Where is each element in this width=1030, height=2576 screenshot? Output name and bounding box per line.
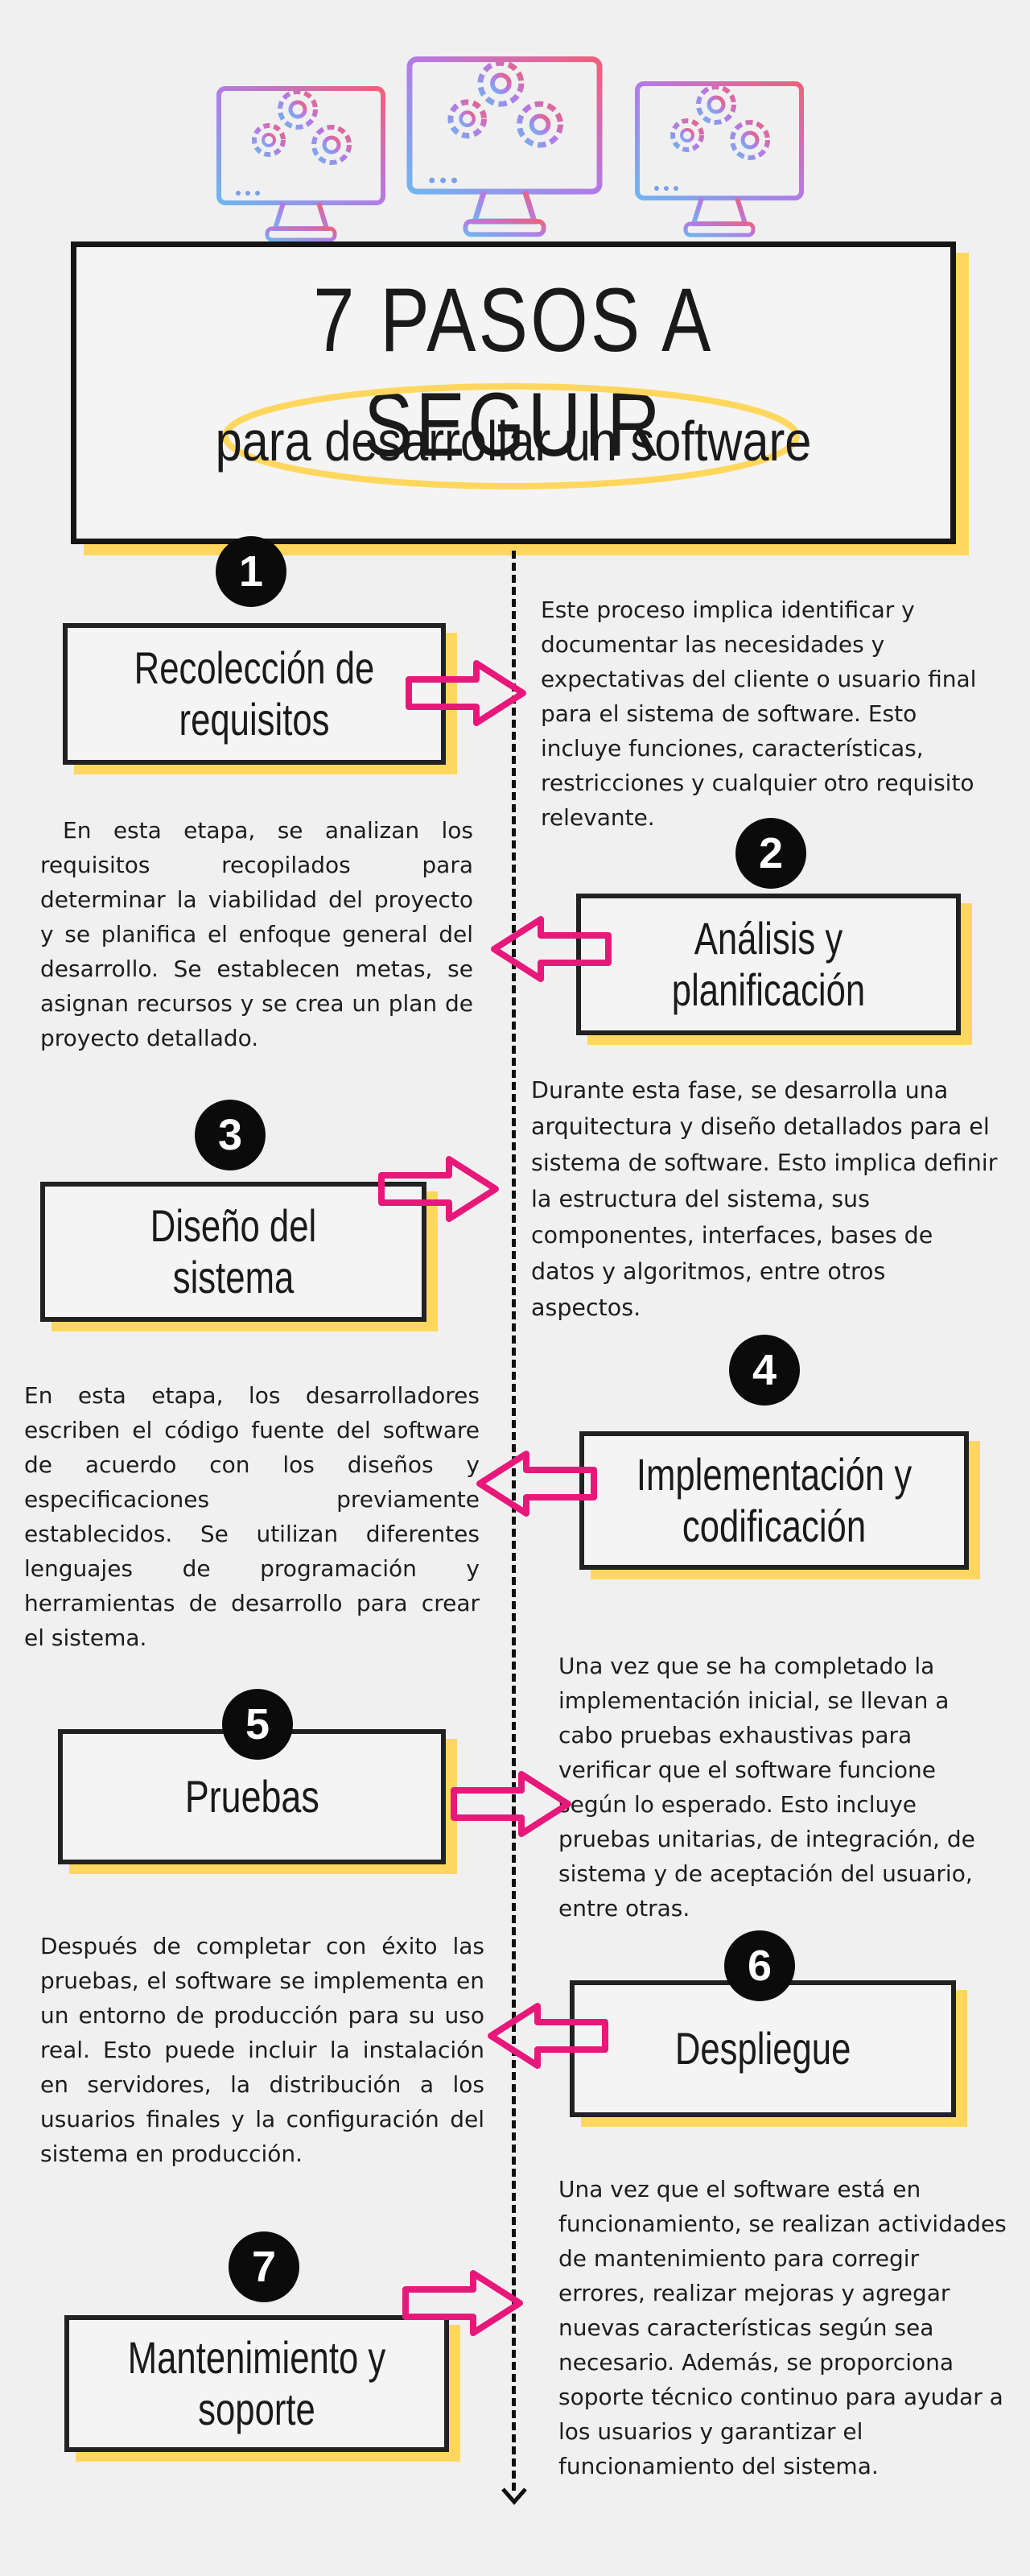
monitor-gears-icon: [216, 86, 385, 242]
step-title: Despliegue: [674, 2023, 851, 2074]
step-number-badge: 1: [216, 536, 286, 607]
arrow-right-icon: [378, 1156, 499, 1222]
monitor-gears-icon: [406, 56, 603, 237]
step-description: Una vez que se ha completado la implemen…: [558, 1653, 975, 1922]
monitor-gears-icon: [635, 81, 804, 237]
step-number-badge: 6: [724, 1930, 795, 2001]
step-title: Análisis y planificación: [671, 913, 866, 1015]
step-title-box: Despliegue: [570, 1980, 956, 2117]
step-title: Pruebas: [184, 1771, 319, 1822]
arrow-down-icon: [501, 2487, 527, 2505]
step-title: Implementación y codificación: [636, 1449, 913, 1551]
arrow-right-icon: [406, 660, 526, 726]
step-number-badge: 5: [222, 1689, 293, 1760]
step-description: Después de completar con éxito las prueb…: [40, 1933, 484, 2167]
arrow-left-icon: [476, 1451, 597, 1517]
step-description: En esta etapa, los desarrolladores escri…: [24, 1382, 480, 1651]
highlight-oval: [222, 383, 800, 489]
arrow-right-icon: [402, 2270, 523, 2336]
step-number-badge: 7: [229, 2231, 299, 2302]
arrow-left-icon: [491, 916, 612, 982]
arrow-right-icon: [451, 1771, 571, 1837]
step-number-badge: 2: [735, 818, 806, 889]
step-title-box: Recolección de requisitos: [63, 623, 446, 765]
arrow-left-icon: [488, 2003, 608, 2069]
step-title-box: Diseño del sistema: [40, 1182, 426, 1322]
step-number-badge: 3: [195, 1100, 266, 1170]
step-title: Diseño del sistema: [150, 1200, 317, 1302]
step-description: En esta etapa, se analizan los requisito…: [40, 817, 473, 1051]
step-title: Mantenimiento y soporte: [127, 2332, 386, 2434]
timeline-dashed-line: [512, 551, 516, 2491]
step-title-box: Análisis y planificación: [576, 894, 961, 1035]
step-title: Recolección de requisitos: [134, 642, 375, 745]
step-number-badge: 4: [729, 1335, 800, 1406]
step-title-box: Mantenimiento y soporte: [64, 2315, 449, 2452]
step-title-box: Implementación y codificación: [579, 1431, 969, 1570]
step-description: Este proceso implica identificar y docum…: [541, 597, 977, 831]
title-box: 7 PASOS A SEGUIR para desarrollar un sof…: [71, 242, 956, 544]
page-subtitle: para desarrollar un software: [215, 410, 812, 473]
step-description: Una vez que el software está en funciona…: [558, 2176, 1007, 2479]
step-description: Durante esta fase, se desarrolla una arq…: [531, 1077, 998, 1321]
